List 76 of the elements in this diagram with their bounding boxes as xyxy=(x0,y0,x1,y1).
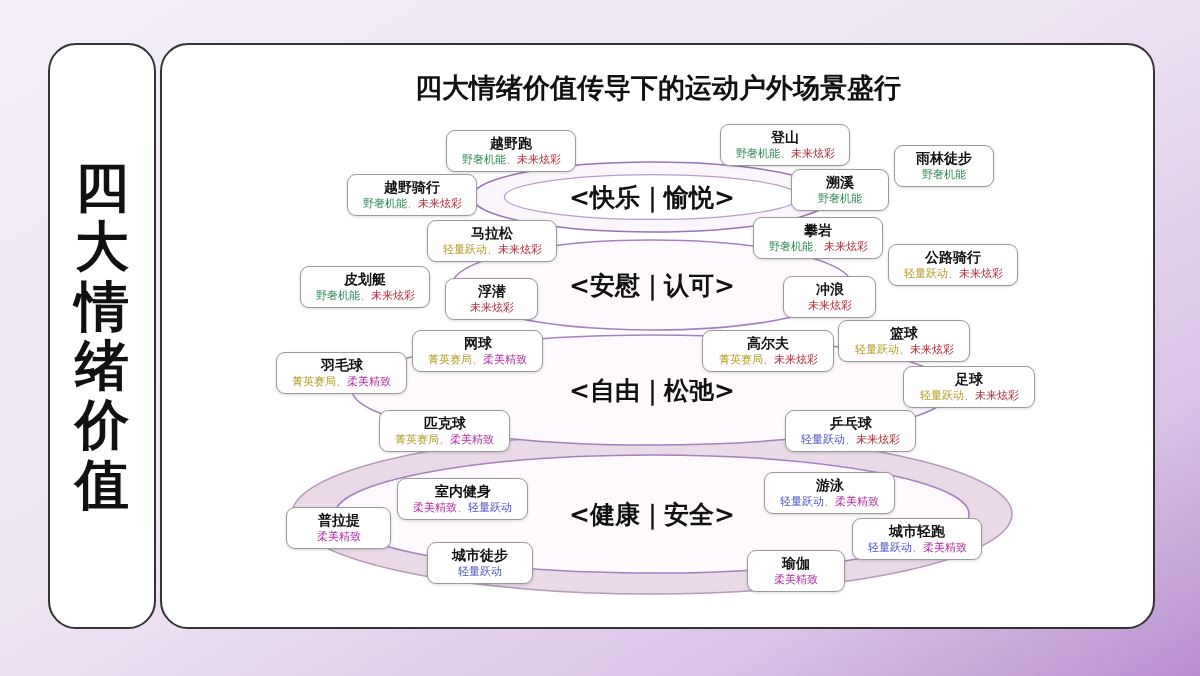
scene-card xyxy=(852,518,982,560)
tag-line: 柔美精致、轻量跃动 xyxy=(413,500,512,515)
tag-line: 柔美精致 xyxy=(316,529,361,544)
tag-line: 野奢机能、未来炫彩 xyxy=(315,288,415,303)
scene-card xyxy=(276,352,407,394)
scene-name: 足球 xyxy=(955,371,983,389)
scene-card xyxy=(347,174,477,216)
tier-label: <快乐｜愉悦> xyxy=(569,181,735,214)
scene-name: 室内健身 xyxy=(434,483,491,501)
tag-line: 野奢机能 xyxy=(922,167,966,182)
scene-card xyxy=(427,220,557,262)
scene-name: 高尔夫 xyxy=(747,335,789,353)
scene-name: 皮划艇 xyxy=(344,271,386,289)
scene-name: 溯溪 xyxy=(826,174,854,192)
scene-card xyxy=(747,550,845,592)
tag-line: 野奢机能、未来炫彩 xyxy=(735,146,835,161)
tag-line: 轻量跃动、未来炫彩 xyxy=(801,432,900,447)
tag-line: 野奢机能、未来炫彩 xyxy=(362,196,462,211)
tag-line: 轻量跃动、未来炫彩 xyxy=(919,388,1019,403)
scene-name: 雨林徒步 xyxy=(916,150,972,168)
scene-name: 匹克球 xyxy=(423,415,466,433)
tag-line: 未来炫彩 xyxy=(807,298,852,313)
scene-card xyxy=(427,542,533,584)
scene-card xyxy=(412,330,543,372)
scene-card xyxy=(720,124,850,166)
scene-name: 冲浪 xyxy=(815,281,844,299)
scene-card xyxy=(888,244,1018,286)
scene-card xyxy=(838,320,970,362)
scene-card xyxy=(300,266,430,308)
tag-line: 未来炫彩 xyxy=(469,300,514,315)
scene-name: 登山 xyxy=(771,129,799,147)
tag-line: 野奢机能 xyxy=(818,191,862,206)
tag-line: 菁英赛局、柔美精致 xyxy=(395,432,494,447)
scene-card xyxy=(783,276,876,318)
tier-label: <安慰｜认可> xyxy=(569,269,735,302)
scene-name: 网球 xyxy=(463,335,492,353)
tag-line: 野奢机能、未来炫彩 xyxy=(461,152,561,167)
tag-line: 柔美精致 xyxy=(774,572,818,587)
tag-line: 野奢机能、未来炫彩 xyxy=(768,239,868,254)
scene-card xyxy=(702,330,834,372)
scene-name: 瑜伽 xyxy=(782,555,810,573)
tag-line: 轻量跃动、未来炫彩 xyxy=(442,242,542,257)
scene-card xyxy=(785,410,916,452)
tag-line: 菁英赛局、未来炫彩 xyxy=(718,352,818,367)
scene-name: 浮潜 xyxy=(477,283,506,301)
scene-name: 普拉提 xyxy=(317,512,360,530)
scene-card xyxy=(286,507,391,549)
scene-card xyxy=(903,366,1035,408)
tag-line: 菁英赛局、柔美精致 xyxy=(428,352,527,367)
scene-name: 马拉松 xyxy=(471,225,513,243)
tag-line: 轻量跃动、未来炫彩 xyxy=(854,342,954,357)
tag-line: 轻量跃动、柔美精致 xyxy=(867,540,967,555)
scene-name: 篮球 xyxy=(890,325,918,343)
scene-card xyxy=(753,217,883,259)
scene-card xyxy=(791,169,889,211)
scene-name: 羽毛球 xyxy=(320,357,363,375)
tag-line: 轻量跃动 xyxy=(458,564,502,579)
scene-card xyxy=(446,130,576,172)
scene-name: 攀岩 xyxy=(804,222,832,240)
scene-name: 城市徒步 xyxy=(452,547,508,565)
scene-card xyxy=(379,410,510,452)
scene-name: 乒乓球 xyxy=(829,415,872,433)
scene-name: 公路骑行 xyxy=(925,249,981,267)
tier-label: <健康｜安全> xyxy=(569,498,735,531)
side-panel xyxy=(48,43,156,629)
scene-name: 越野骑行 xyxy=(384,179,440,197)
tag-line: 菁英赛局、柔美精致 xyxy=(292,374,391,389)
tag-line: 轻量跃动、未来炫彩 xyxy=(903,266,1003,281)
diagram-title: 四大情绪价值传导下的运动户外场景盛行 xyxy=(413,71,902,105)
scene-name: 城市轻跑 xyxy=(889,523,945,541)
scene-card xyxy=(445,278,538,320)
scene-name: 越野跑 xyxy=(490,135,532,153)
tier-label: <自由｜松弛> xyxy=(569,374,735,407)
scene-card xyxy=(894,145,994,187)
scene-name: 游泳 xyxy=(815,477,844,495)
tag-line: 轻量跃动、柔美精致 xyxy=(780,494,879,509)
